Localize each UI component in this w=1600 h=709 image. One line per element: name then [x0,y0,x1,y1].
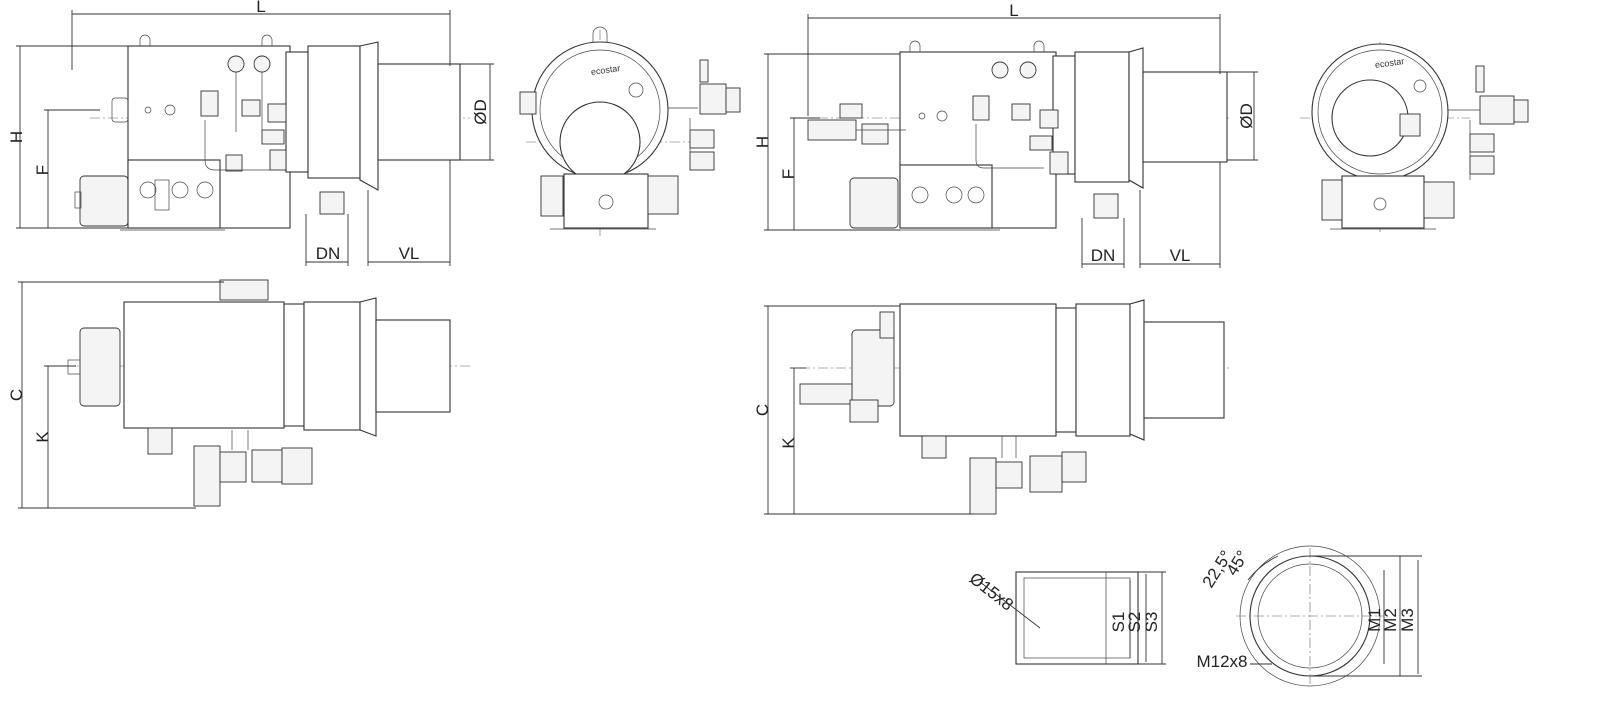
label-F-1: F [33,165,52,175]
label-L-2: L [1009,1,1018,20]
front-view-right [1300,42,1529,232]
label-K-2: K [779,437,798,449]
logo-front-left: ecostar [590,63,621,77]
label-S1: S1 [1109,612,1128,633]
label-DN-2: DN [1091,246,1116,265]
label-S3: S3 [1142,612,1161,633]
label-H-1: H [7,131,26,143]
label-OD-2: ØD [1237,103,1256,129]
label-DN-1: DN [316,244,341,263]
front-view-left [519,26,741,236]
side-view-right [764,14,1258,268]
label-M2: M2 [1381,608,1400,632]
label-M3: M3 [1398,608,1417,632]
label-VL-2: VL [1170,246,1191,265]
label-C-2: C [753,404,772,416]
top-view-right [764,299,1230,515]
label-K-1: K [33,431,52,443]
label-OD-1: ØD [471,99,490,125]
label-S2: S2 [1125,612,1144,633]
label-hole: Ø15x8 [966,569,1017,615]
label-thread: M12x8 [1196,652,1247,671]
logo-front-right: ecostar [1374,56,1405,70]
label-H-2: H [753,136,772,148]
label-M1: M1 [1365,608,1384,632]
label-VL-1: VL [399,244,420,263]
label-F-2: F [779,169,798,179]
top-view-left [18,279,470,509]
round-flange-detail [1236,545,1422,687]
square-flange-detail [979,571,1166,665]
side-view-left [16,10,494,266]
label-C-1: C [7,389,26,401]
label-L-1: L [256,0,265,16]
